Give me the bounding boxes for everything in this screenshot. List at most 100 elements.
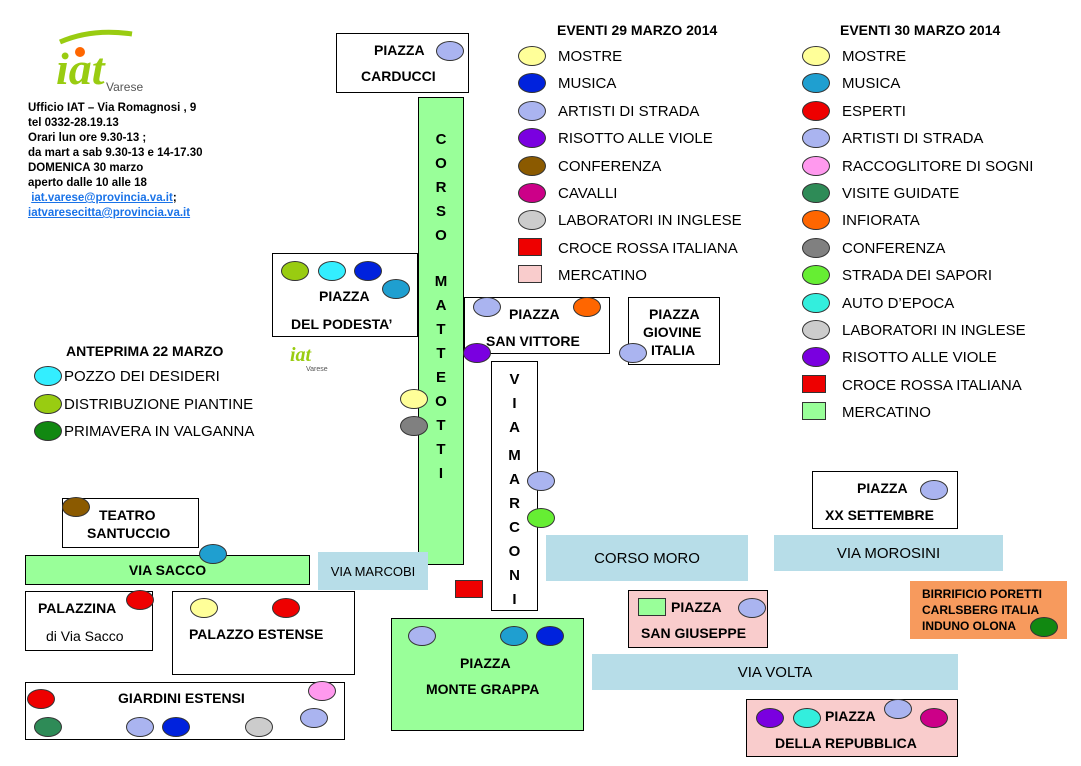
event-marker-icon[interactable] xyxy=(354,261,382,281)
event-marker-icon[interactable] xyxy=(34,717,62,737)
event-marker-icon[interactable] xyxy=(199,544,227,564)
legend-swatch-icon xyxy=(518,128,546,149)
event-marker-icon[interactable] xyxy=(162,717,190,737)
legend-30-title: EVENTI 30 MARZO 2014 xyxy=(840,22,1001,38)
road-letter: I xyxy=(512,591,517,608)
legend-swatch-icon xyxy=(518,210,546,231)
event-marker-icon[interactable] xyxy=(920,708,948,728)
office-line: Orari lun ore 9.30-13 ; xyxy=(28,132,147,144)
place-label: DELLA REPUBBLICA xyxy=(775,735,917,751)
place-label: GIARDINI ESTENSI xyxy=(118,690,245,706)
event-marker-icon[interactable] xyxy=(400,389,428,409)
place-label: INDUNO OLONA xyxy=(922,619,1016,633)
event-marker-icon[interactable] xyxy=(536,626,564,646)
event-marker-square-icon[interactable] xyxy=(455,580,483,598)
legend-label: CROCE ROSSA ITALIANA xyxy=(558,239,738,257)
place-label: SAN GIUSEPPE xyxy=(641,625,747,641)
piazza-xx-settembre[interactable]: PIAZZA XX SETTEMBRE xyxy=(812,471,958,529)
event-marker-icon[interactable] xyxy=(281,261,309,281)
place-label: CARLSBERG ITALIA xyxy=(922,603,1040,617)
road-letter: T xyxy=(436,321,446,338)
event-marker-icon[interactable] xyxy=(473,297,501,317)
event-marker-icon[interactable] xyxy=(527,471,555,491)
legend-label: CONFERENZA xyxy=(558,157,662,175)
event-marker-icon[interactable] xyxy=(300,708,328,728)
event-marker-icon[interactable] xyxy=(573,297,601,317)
legend-29-title: EVENTI 29 MARZO 2014 xyxy=(557,22,718,38)
place-label: PALAZZO ESTENSE xyxy=(189,626,324,642)
event-marker-icon[interactable] xyxy=(884,699,912,719)
iat-logo: iat Varese xyxy=(52,20,162,100)
legend-swatch-icon xyxy=(518,73,546,94)
logo-text: iat xyxy=(56,43,105,94)
iat-small-logo-icon: iat Varese xyxy=(290,344,328,373)
event-marker-icon[interactable] xyxy=(272,598,300,618)
legend-label: CAVALLI xyxy=(558,185,618,202)
event-marker-icon[interactable] xyxy=(27,689,55,709)
event-marker-icon[interactable] xyxy=(920,480,948,500)
palazzina-via-sacco[interactable]: PALAZZINA di Via Sacco xyxy=(25,591,153,651)
giardini-estensi[interactable]: GIARDINI ESTENSI xyxy=(25,682,345,740)
legend-swatch-icon xyxy=(802,292,830,313)
email-link-1[interactable]: iat.varese@provincia.va.it xyxy=(31,192,173,204)
event-marker-icon[interactable] xyxy=(245,717,273,737)
legend-label: MERCATINO xyxy=(558,267,647,285)
road-letter: A xyxy=(509,471,520,488)
legend-label: ESPERTI xyxy=(842,102,906,120)
legend-swatch-icon xyxy=(34,366,62,386)
legend-label: CONFERENZA xyxy=(842,239,946,257)
place-label: SAN VITTORE xyxy=(486,333,580,349)
event-marker-icon[interactable] xyxy=(436,41,464,61)
legend-swatch-icon xyxy=(518,155,546,176)
event-marker-icon[interactable] xyxy=(619,343,647,363)
legend-label: RISOTTO ALLE VIOLE xyxy=(842,349,997,367)
road-letter: T xyxy=(436,441,446,458)
event-marker-icon[interactable] xyxy=(738,598,766,618)
legend-swatch-icon xyxy=(802,155,830,176)
legend-label: MERCATINO xyxy=(842,404,931,422)
legend-swatch-icon xyxy=(802,237,830,258)
piazza-della-repubblica[interactable]: PIAZZA DELLA REPUBBLICA xyxy=(746,699,958,757)
event-marker-icon[interactable] xyxy=(382,279,410,299)
event-marker-icon[interactable] xyxy=(793,708,821,728)
legend-swatch-icon xyxy=(802,46,830,66)
legend-swatch-icon xyxy=(802,210,830,231)
legend-label: AUTO D’EPOCA xyxy=(842,294,955,312)
event-marker-icon[interactable] xyxy=(500,626,528,646)
event-marker-icon[interactable] xyxy=(408,626,436,646)
email-link-2[interactable]: iatvaresecitta@provincia.va.it xyxy=(28,207,191,219)
legend-swatch-icon xyxy=(34,421,62,441)
legend-label: MOSTRE xyxy=(842,48,907,65)
event-marker-square-icon[interactable] xyxy=(638,598,666,616)
event-marker-icon[interactable] xyxy=(463,343,491,363)
place-label: TEATRO xyxy=(99,507,156,523)
road-letter: O xyxy=(508,543,521,560)
event-marker-icon[interactable] xyxy=(318,261,346,281)
event-marker-icon[interactable] xyxy=(1030,617,1058,637)
piazza-giovine-italia[interactable]: PIAZZA GIOVINE ITALIA xyxy=(628,297,720,365)
legend-label: ARTISTI DI STRADA xyxy=(558,102,700,120)
legend-swatch-icon xyxy=(802,402,826,421)
road-letter: C xyxy=(509,519,520,536)
road-letter: R xyxy=(509,495,520,512)
road-letter: M xyxy=(508,447,521,464)
office-line: DOMENICA 30 marzo xyxy=(28,162,144,174)
legend-label: DISTRIBUZIONE PIANTINE xyxy=(64,395,254,413)
road-letter: V xyxy=(509,371,520,388)
event-marker-icon[interactable] xyxy=(126,590,154,610)
office-line: Ufficio IAT – Via Romagnosi , 9 xyxy=(28,102,197,114)
event-marker-icon[interactable] xyxy=(400,416,428,436)
event-marker-icon[interactable] xyxy=(308,681,336,701)
event-marker-icon[interactable] xyxy=(756,708,784,728)
place-label: SANTUCCIO xyxy=(87,525,171,541)
place-label: di Via Sacco xyxy=(46,628,124,644)
road-letter: T xyxy=(436,417,446,434)
legend-swatch-icon xyxy=(802,100,830,121)
event-marker-icon[interactable] xyxy=(126,717,154,737)
piazza-carducci[interactable]: PIAZZA CARDUCCI xyxy=(336,33,469,93)
event-marker-icon[interactable] xyxy=(62,497,90,517)
event-marker-icon[interactable] xyxy=(190,598,218,618)
office-line: da mart a sab 9.30-13 e 14-17.30 xyxy=(28,147,203,159)
event-marker-icon[interactable] xyxy=(527,508,555,528)
legend-swatch-icon xyxy=(802,73,830,94)
